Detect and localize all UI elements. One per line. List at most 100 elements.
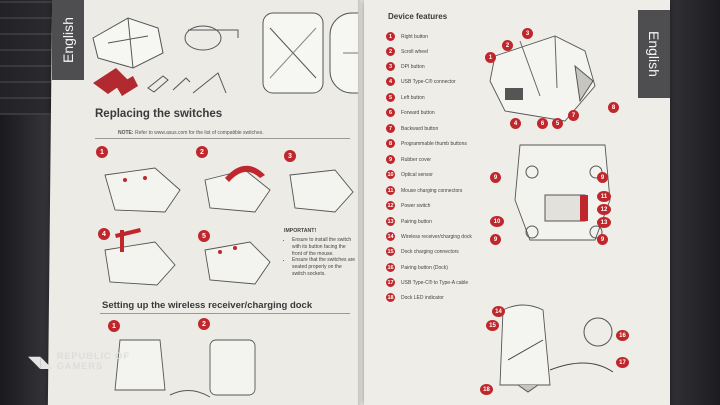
feature-label: USB Type-C® connector [401, 78, 456, 85]
feature-item: 12 Power switch [386, 201, 430, 210]
divider [95, 138, 350, 139]
feature-number: 1 [386, 32, 395, 41]
callout: 16 [616, 330, 629, 341]
feature-item: 6 Forward button [386, 108, 435, 117]
step-3-badge: 3 [284, 150, 296, 162]
switch-note: NOTE: Refer to www.asus.com for the list… [118, 130, 264, 136]
feature-number: 7 [386, 124, 395, 133]
feature-label: Forward button [401, 109, 435, 116]
feature-label: Dock charging connectors [401, 248, 459, 255]
language-tab-right: English [638, 10, 670, 98]
important-title: IMPORTANT! [284, 228, 317, 234]
feature-item: 13 Pairing button [386, 217, 432, 226]
feature-number: 14 [386, 232, 395, 241]
callout: 9 [490, 234, 501, 245]
callout: 11 [597, 191, 611, 202]
callout: 17 [616, 357, 629, 368]
feature-number: 16 [386, 263, 395, 272]
important-bullet: Ensure to install the switch with its bu… [292, 237, 356, 257]
feature-label: DPI button [401, 63, 425, 70]
feature-number: 11 [386, 186, 395, 195]
feature-item: 9 Rubber cover [386, 155, 431, 164]
feature-label: Optical sensor [401, 171, 433, 178]
feature-number: 9 [386, 155, 395, 164]
rog-logo: ◥◣ REPUBLIC OF GAMERS [28, 352, 130, 372]
feature-label: Pairing button (Dock) [401, 264, 448, 271]
feature-number: 6 [386, 108, 395, 117]
feature-item: 16 Pairing button (Dock) [386, 263, 448, 272]
callout: 9 [597, 234, 608, 245]
note-label: NOTE: [118, 130, 134, 136]
feature-item: 14 Wireless receiver/charging dock [386, 232, 472, 241]
feature-label: Power switch [401, 202, 431, 209]
language-tab-left: English [52, 0, 84, 80]
feature-label: Rubber cover [401, 156, 432, 163]
callout: 14 [492, 306, 505, 317]
book-gutter [358, 0, 368, 405]
feature-label: Programmable thumb buttons [401, 140, 467, 147]
section-title-dock: Setting up the wireless receiver/chargin… [102, 300, 313, 311]
charging-dock-diagram [499, 304, 614, 393]
feature-number: 17 [386, 278, 395, 287]
feature-item: 7 Backward button [386, 124, 438, 133]
step-5-badge: 5 [198, 230, 210, 242]
feature-item: 15 Dock charging connectors [386, 247, 459, 256]
mouse-underside-diagram [514, 144, 611, 241]
feature-number: 4 [386, 77, 395, 86]
feature-label: Scroll wheel [401, 48, 428, 55]
brand-line-1: REPUBLIC OF [56, 351, 130, 363]
feature-number: 18 [386, 293, 395, 302]
desk-right [660, 0, 720, 405]
feature-number: 3 [386, 62, 395, 71]
note-text: Refer to www.asus.com for the list of co… [134, 130, 264, 136]
feature-item: 2 Scroll wheel [386, 47, 428, 56]
callout: 3 [522, 28, 533, 39]
callout: 18 [480, 384, 493, 395]
callout: 15 [486, 320, 499, 331]
section-title-switches: Replacing the switches [95, 108, 223, 120]
feature-number: 10 [386, 170, 395, 179]
feature-number: 15 [386, 247, 395, 256]
feature-label: Pairing button [401, 218, 432, 225]
important-bullet: Ensure that the switches are seated prop… [292, 257, 356, 277]
feature-label: Backward button [401, 125, 439, 132]
dock-step-1-badge: 1 [108, 320, 120, 332]
dock-setup-illustration [114, 339, 256, 398]
callout: 9 [490, 172, 501, 183]
step-1-badge: 1 [96, 146, 108, 158]
callout: 1 [485, 52, 496, 63]
feature-label: Left button [401, 94, 425, 101]
feature-item: 10 Optical sensor [386, 170, 433, 179]
callout: 9 [597, 172, 608, 183]
feature-item: 1 Right button [386, 32, 428, 41]
step-illustrations [104, 165, 354, 286]
divider [100, 313, 350, 314]
feature-number: 13 [386, 217, 395, 226]
dock-step-2-badge: 2 [198, 318, 210, 330]
callout: 5 [552, 118, 563, 129]
callout: 7 [568, 110, 579, 121]
callout: 6 [537, 118, 548, 129]
keyboard-edge [0, 0, 58, 115]
callout: 8 [608, 102, 619, 113]
callout: 4 [510, 118, 521, 129]
feature-number: 12 [386, 201, 395, 210]
feature-label: Wireless receiver/charging dock [401, 233, 472, 240]
callout: 10 [490, 216, 504, 227]
brand-line-2: GAMERS [56, 361, 104, 372]
mouse-top-diagram [489, 35, 596, 122]
step-2-badge: 2 [196, 146, 208, 158]
feature-number: 2 [386, 47, 395, 56]
feature-item: 4 USB Type-C® connector [386, 77, 456, 86]
feature-label: Right button [401, 33, 428, 40]
rog-eye-icon: ◥◣ [28, 354, 53, 371]
section-title-features: Device features [388, 12, 448, 21]
feature-item: 17 USB Type-C® to Type-A cable [386, 278, 468, 287]
feature-label: USB Type-C® to Type-A cable [401, 279, 469, 286]
feature-item: 3 DPI button [386, 62, 425, 71]
callout: 2 [502, 40, 513, 51]
